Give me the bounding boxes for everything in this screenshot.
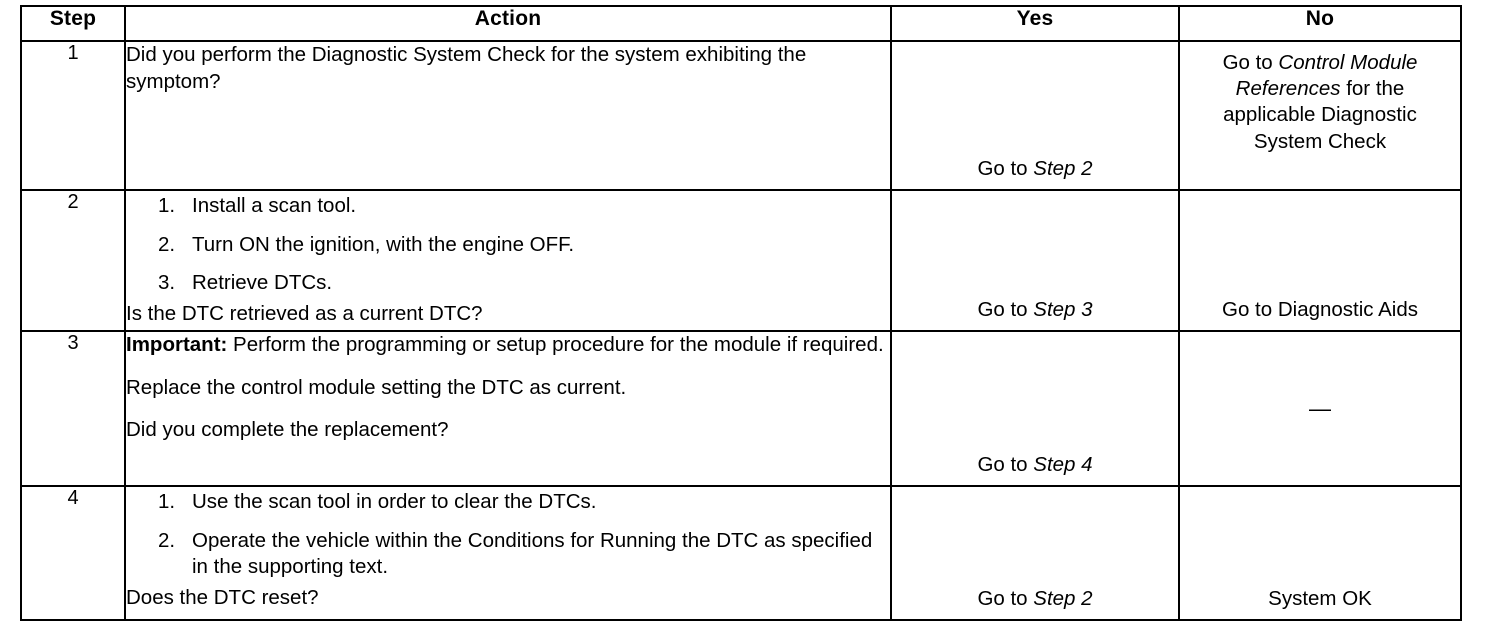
list-item-text: Turn ON the ignition, with the engine OF… <box>192 232 575 256</box>
list-item: 1. Use the scan tool in order to clear th… <box>126 489 890 516</box>
list-item-text: Operate the vehicle within the Condition… <box>192 528 873 579</box>
column-header-action: Action <box>124 5 892 42</box>
action-step-list: 1. Install a scan tool. 2. Turn ON the ign… <box>126 193 890 297</box>
table-row: 2 1. Install a scan tool. 2. Turn ON the i… <box>20 189 1462 332</box>
list-item: 1. Install a scan tool. <box>126 193 890 220</box>
list-item: 2. Operate the vehicle within the Conditi… <box>126 528 890 581</box>
yes-prefix: Go to <box>977 452 1034 476</box>
list-item-number: 1. <box>158 490 176 513</box>
yes-reference: Step 3 <box>1033 297 1093 321</box>
yes-result: Go to Step 4 <box>890 330 1180 487</box>
important-label: Important: <box>126 333 228 356</box>
action-important-note: Important: Perform the programming or se… <box>126 332 890 359</box>
header-row: Step Action Yes No <box>20 5 1462 42</box>
column-header-no: No <box>1178 5 1462 42</box>
yes-result: Go to Step 2 <box>890 485 1180 621</box>
step-number: 2 <box>20 189 126 332</box>
no-reference: Control Module References <box>1235 51 1418 101</box>
action-body: Replace the control module setting the D… <box>126 375 627 399</box>
action-content: 1. Install a scan tool. 2. Turn ON the ign… <box>124 189 892 332</box>
action-content: 1. Use the scan tool in order to clear th… <box>124 485 892 621</box>
diagnostic-table: Step Action Yes No 1 Did you perform the… <box>20 5 1462 621</box>
table-row: 4 1. Use the scan tool in order to clear … <box>20 485 1462 621</box>
list-item-number: 2. <box>158 528 176 552</box>
no-result: — <box>1178 330 1462 487</box>
action-question: Is the DTC retrieved as a current DTC? <box>126 301 483 325</box>
list-item-text: Retrieve DTCs. <box>192 271 333 295</box>
action-content: Did you perform the Diagnostic System Ch… <box>124 40 892 191</box>
no-result: System OK <box>1178 485 1462 621</box>
yes-prefix: Go to <box>977 156 1034 180</box>
action-step-list: 1. Use the scan tool in order to clear th… <box>126 489 890 581</box>
action-question: Does the DTC reset? <box>126 585 319 609</box>
column-header-step: Step <box>20 5 126 42</box>
yes-text: Go to Step 3 <box>900 297 1170 323</box>
list-item-number: 3. <box>158 271 176 295</box>
yes-prefix: Go to <box>977 586 1034 610</box>
yes-reference: Step 4 <box>1033 452 1093 476</box>
no-suffix: for the applicable Diagnostic System Che… <box>1223 77 1417 153</box>
table-body: 1 Did you perform the Diagnostic System … <box>20 40 1462 621</box>
list-item: 2. Turn ON the ignition, with the engine … <box>126 232 890 259</box>
yes-reference: Step 2 <box>1033 586 1093 610</box>
no-dash: — <box>1309 396 1331 421</box>
action-question: Did you complete the replacement? <box>126 418 449 442</box>
list-item-number: 2. <box>158 232 176 256</box>
no-text: Go to Diagnostic Aids <box>1222 297 1418 321</box>
list-item-number: 1. <box>158 194 176 217</box>
yes-reference: Step 2 <box>1033 156 1093 180</box>
important-text: Perform the programming or setup procedu… <box>227 333 884 356</box>
table-row: 3 Important: Perform the programming or … <box>20 330 1462 487</box>
step-number: 3 <box>20 330 126 487</box>
yes-text: Go to Step 4 <box>900 452 1170 478</box>
yes-text: Go to Step 2 <box>900 586 1170 612</box>
yes-result: Go to Step 2 <box>890 40 1180 191</box>
table-row: 1 Did you perform the Diagnostic System … <box>20 40 1462 191</box>
yes-prefix: Go to <box>977 297 1034 321</box>
no-text: System OK <box>1268 586 1372 610</box>
step-number: 4 <box>20 485 126 621</box>
list-item-text: Install a scan tool. <box>192 194 357 217</box>
no-text: Go to Control Module References for the … <box>1188 50 1452 155</box>
no-prefix: Go to <box>1222 51 1279 74</box>
step-number: 1 <box>20 40 126 191</box>
list-item-text: Use the scan tool in order to clear the … <box>192 490 597 513</box>
list-item: 3. Retrieve DTCs. <box>126 270 890 297</box>
no-result: Go to Control Module References for the … <box>1178 40 1462 191</box>
action-paragraph: Did you perform the Diagnostic System Ch… <box>126 43 807 93</box>
yes-result: Go to Step 3 <box>890 189 1180 332</box>
no-result: Go to Diagnostic Aids <box>1178 189 1462 332</box>
table-header: Step Action Yes No <box>20 5 1462 42</box>
yes-text: Go to Step 2 <box>900 156 1170 182</box>
column-header-yes: Yes <box>890 5 1180 42</box>
action-content: Important: Perform the programming or se… <box>124 330 892 487</box>
